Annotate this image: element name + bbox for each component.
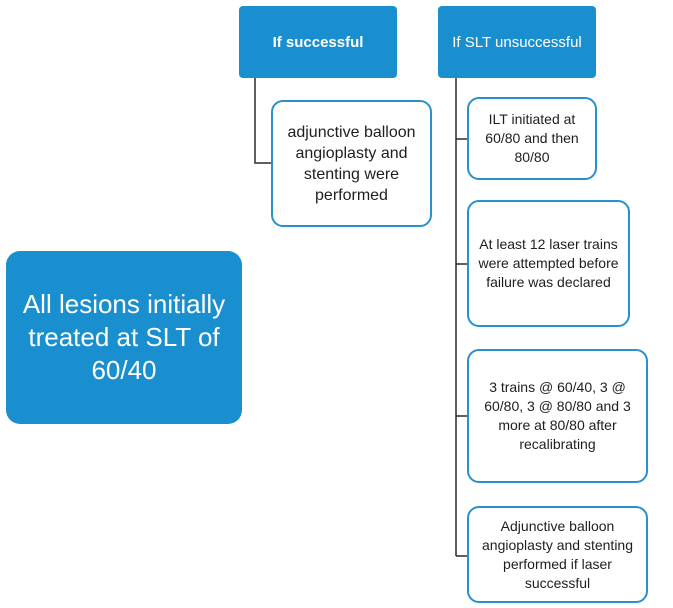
unsuccessful-step-4: Adjunctive balloon angioplasty and stent… (467, 506, 648, 603)
branch-header-successful-label: If successful (272, 33, 364, 51)
root-node: All lesions initially treated at SLT of … (6, 251, 242, 424)
branch-header-successful: If successful (239, 6, 397, 78)
unsuccessful-step-3: 3 trains @ 60/40, 3 @ 60/80, 3 @ 80/80 a… (467, 349, 648, 483)
branch-header-unsuccessful-label: If SLT unsuccessful (452, 33, 582, 51)
unsuccessful-step-1-label: ILT initiated at 60/80 and then 80/80 (485, 111, 579, 165)
connector-successful (254, 78, 271, 164)
successful-step-1-label: adjunctive balloon angioplasty and stent… (287, 123, 416, 204)
unsuccessful-step-3-label: 3 trains @ 60/40, 3 @ 60/80, 3 @ 80/80 a… (484, 379, 631, 452)
root-node-label: All lesions initially treated at SLT of … (22, 289, 226, 385)
unsuccessful-step-1: ILT initiated at 60/80 and then 80/80 (467, 97, 597, 180)
unsuccessful-step-2-label: At least 12 laser trains were attempted … (478, 236, 619, 290)
unsuccessful-step-2: At least 12 laser trains were attempted … (467, 200, 630, 327)
unsuccessful-step-4-label: Adjunctive balloon angioplasty and stent… (482, 517, 633, 591)
branch-header-unsuccessful: If SLT unsuccessful (438, 6, 596, 78)
successful-step-1: adjunctive balloon angioplasty and stent… (271, 100, 432, 227)
